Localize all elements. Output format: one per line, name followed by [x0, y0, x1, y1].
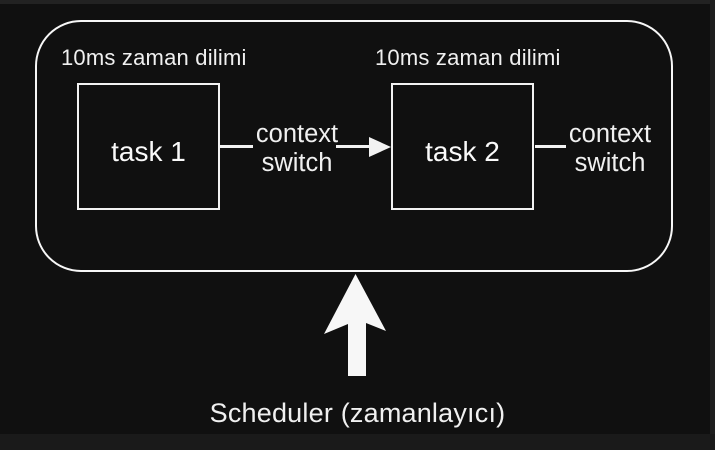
task1-box: task 1	[77, 83, 220, 210]
time-slice-label-1: 10ms zaman dilimi	[61, 45, 247, 70]
screen-edge-top	[0, 0, 715, 4]
context-switch-label-2: context switch	[564, 120, 656, 178]
context-switch-label-1: context switch	[251, 120, 343, 178]
context-switch-2-line2: switch	[574, 149, 646, 177]
scheduler-caption: Scheduler (zamanlayıcı)	[209, 398, 506, 428]
screen-edge-right	[710, 0, 715, 450]
arrow-up-icon	[324, 274, 386, 376]
time-slice-label-2: 10ms zaman dilimi	[375, 45, 561, 70]
task1-label: task 1	[111, 136, 186, 167]
arrow-right-icon	[369, 136, 391, 157]
context-switch-1-line2: switch	[261, 149, 333, 177]
arrow-up-shape	[324, 274, 386, 376]
task2-label: task 2	[425, 136, 500, 167]
screen-edge-bottom	[0, 434, 715, 450]
context-switch-1-line1: context	[255, 120, 339, 148]
connector2-line	[535, 145, 566, 148]
scheduler-frame	[35, 20, 673, 272]
task2-box: task 2	[391, 83, 534, 210]
context-switch-2-line1: context	[568, 120, 652, 148]
connector1-line-right	[336, 145, 370, 148]
connector1-line-left	[219, 145, 253, 148]
